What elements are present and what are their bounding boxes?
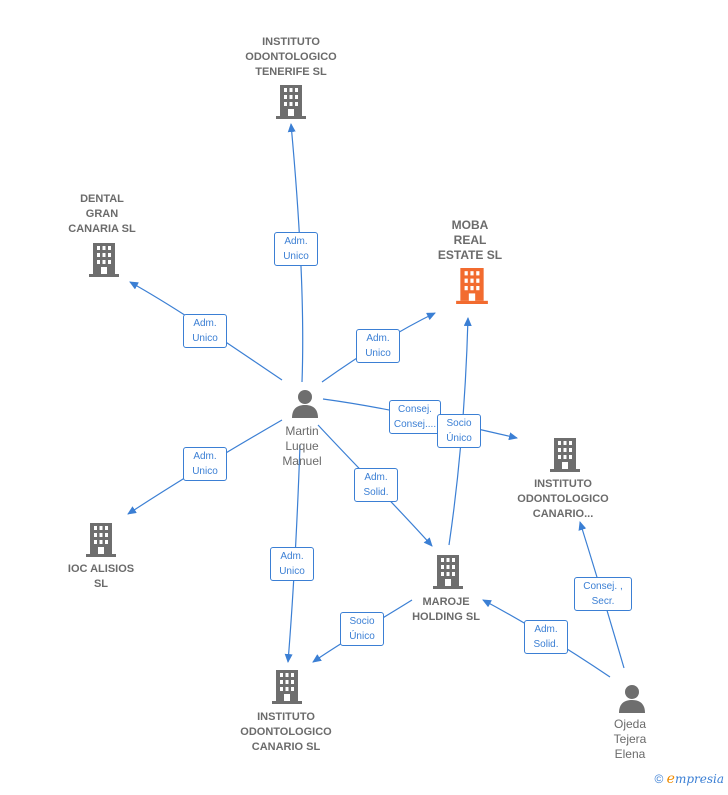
person-icon xyxy=(619,685,645,713)
node-label-ioc-alisios[interactable]: IOC ALISIOS SL xyxy=(67,563,135,590)
node-label-instituto-tenerife[interactable]: INSTITUTO ODONTOLOGICO TENERIFE SL xyxy=(245,36,337,78)
edge-label-adm-unico: Adm. Unico xyxy=(183,314,227,348)
building-icon xyxy=(86,523,116,557)
node-label-maroje[interactable]: MAROJE HOLDING SL xyxy=(412,596,480,623)
person-icon xyxy=(292,390,318,418)
node-label-ojeda[interactable]: Ojeda Tejera Elena xyxy=(613,717,647,761)
node-label-dental-gran-canaria[interactable]: DENTAL GRAN CANARIA SL xyxy=(68,193,136,235)
edge-label-consej-secr: Consej. , Secr. xyxy=(574,577,632,611)
building-icon xyxy=(272,670,302,704)
edge-label-socio-unico: Socio Único xyxy=(437,414,481,448)
edge-label-socio-unico: Socio Único xyxy=(340,612,384,646)
building-icon xyxy=(276,85,306,119)
edge-label-adm-solid: Adm. Solid. xyxy=(524,620,568,654)
building-icon xyxy=(433,555,463,589)
node-label-instituto-canario-sl[interactable]: INSTITUTO ODONTOLOGICO CANARIO SL xyxy=(240,711,332,753)
brand-name: mpresia xyxy=(674,772,724,786)
edge-label-adm-unico: Adm. Unico xyxy=(356,329,400,363)
node-label-martin[interactable]: Martin Luque Manuel xyxy=(282,424,322,468)
copyright-symbol: © xyxy=(654,772,664,786)
node-label-moba[interactable]: MOBA REAL ESTATE SL xyxy=(437,218,503,262)
edge-label-adm-unico: Adm. Unico xyxy=(270,547,314,581)
building-icon xyxy=(89,243,119,277)
brand-initial: e xyxy=(666,771,675,787)
node-label-instituto-canario-top[interactable]: INSTITUTO ODONTOLOGICO CANARIO... xyxy=(517,478,609,520)
edge-label-adm-unico: Adm. Unico xyxy=(274,232,318,266)
edge-label-adm-solid: Adm. Solid. xyxy=(354,468,398,502)
building-focus-icon xyxy=(456,268,488,304)
edge-label-consej: Consej. Consej.... xyxy=(389,400,441,434)
edge-label-adm-unico: Adm. Unico xyxy=(183,447,227,481)
brand-logo: © empresia xyxy=(654,771,724,787)
building-icon xyxy=(550,438,580,472)
